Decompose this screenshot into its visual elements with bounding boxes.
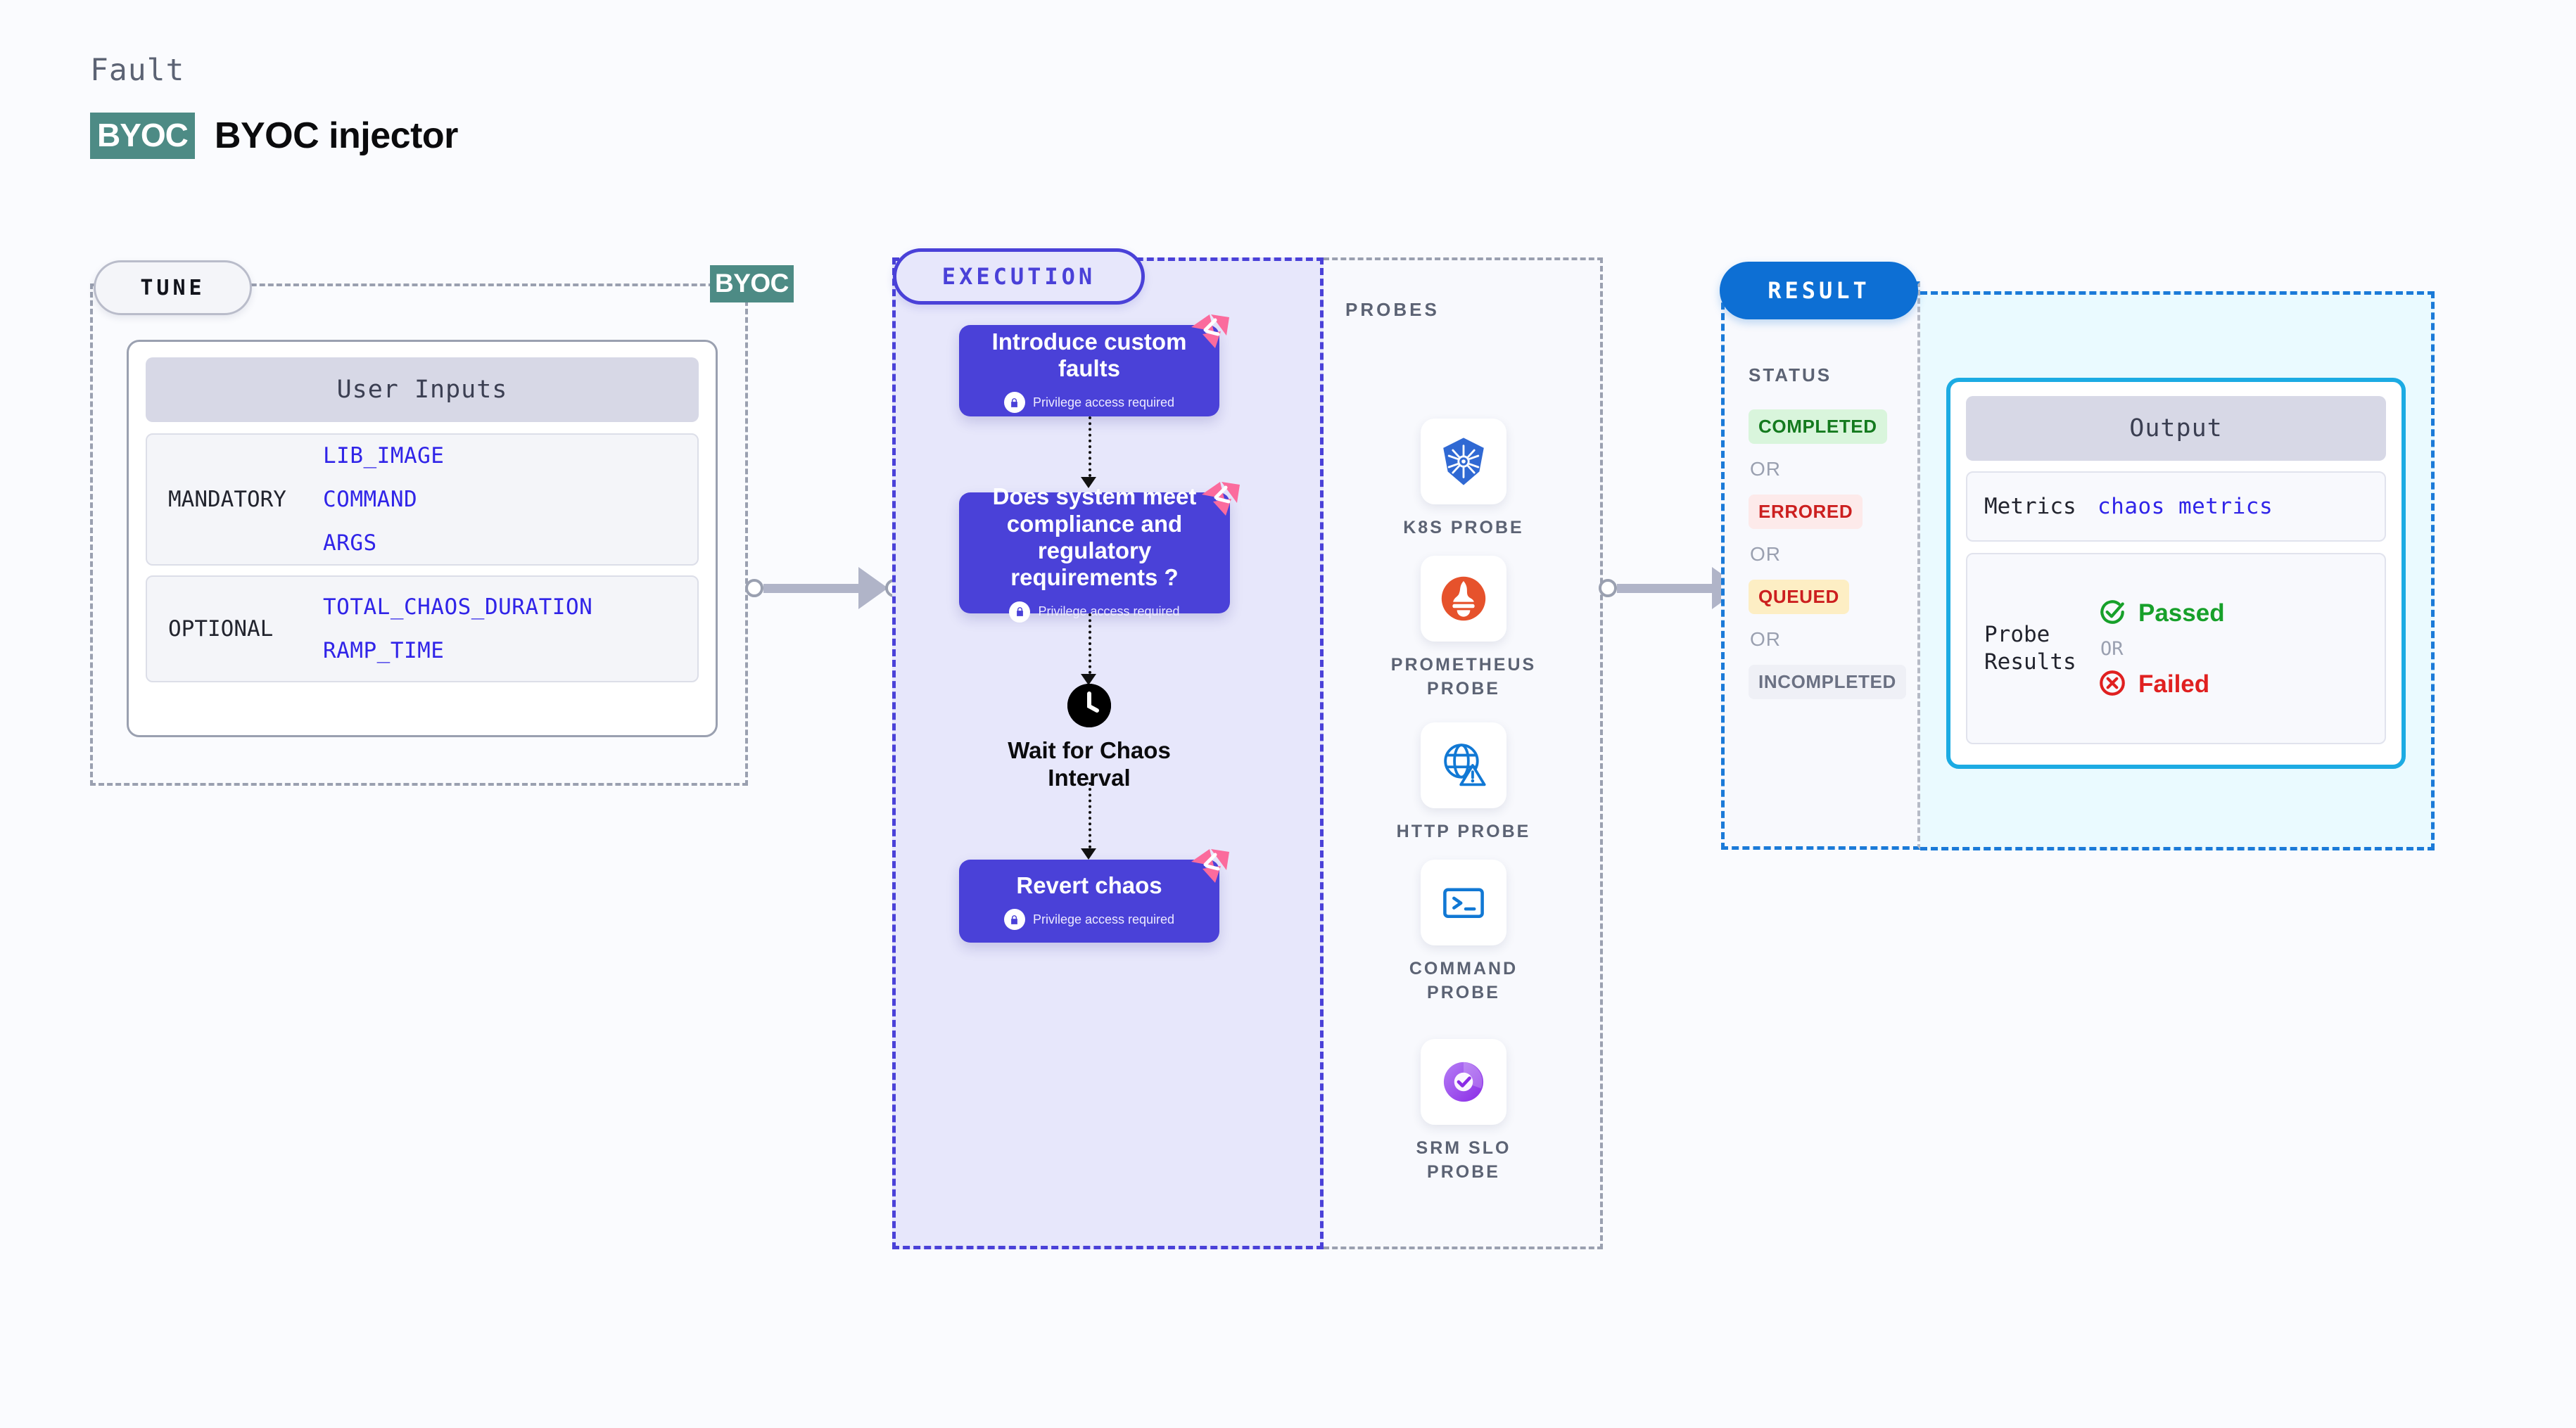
param-total-chaos-duration[interactable]: TOTAL_CHAOS_DURATION	[323, 594, 593, 620]
page-title: BYOC injector	[214, 115, 459, 156]
connector-start-dot	[1599, 579, 1617, 597]
metrics-value[interactable]: chaos metrics	[2098, 494, 2273, 519]
status-or-label: OR	[1750, 543, 1781, 565]
probes-title: PROBES	[1345, 299, 1440, 320]
flow-arrowhead-icon	[1081, 674, 1096, 685]
status-badge-errored: ERRORED	[1749, 495, 1863, 529]
status-title: STATUS	[1749, 364, 1832, 385]
probe-label: PROMETHEUS PROBE	[1390, 655, 1537, 699]
output-card: Output Metrics chaos metrics Probe Resul…	[1946, 378, 2406, 769]
node-privilege-note: Privilege access required	[1003, 392, 1175, 414]
node-privilege-note: Privilege access required	[1009, 601, 1180, 623]
param-args[interactable]: ARGS	[323, 530, 377, 556]
byoc-badge: BYOC	[90, 113, 195, 159]
failed-label: Failed	[2138, 670, 2210, 698]
param-group-optional: OPTIONAL TOTAL_CHAOS_DURATION RAMP_TIME	[146, 575, 699, 682]
probe-item-k8s[interactable]: K8S PROBE	[1383, 419, 1544, 540]
flow-arrowhead-icon	[1081, 477, 1096, 488]
terminal-icon	[1421, 860, 1506, 945]
tune-region	[90, 283, 748, 786]
probe-results-values: Passed OR Failed	[2098, 597, 2225, 701]
status-list: COMPLETED OR ERRORED OR QUEUED OR INCOMP…	[1749, 409, 1924, 699]
user-inputs-header: User Inputs	[146, 357, 699, 422]
harness-ribbon-icon	[1202, 482, 1240, 516]
user-inputs-card: User Inputs MANDATORY LIB_IMAGE COMMAND …	[127, 340, 718, 737]
page-kicker: Fault	[90, 53, 185, 88]
node-title: Does system meet compliance and regulato…	[992, 483, 1197, 591]
harness-ribbon-icon	[1191, 849, 1229, 883]
flow-connector-line	[1089, 416, 1091, 477]
param-command[interactable]: COMMAND	[323, 487, 418, 512]
probe-item-srm-slo[interactable]: SRM SLO PROBE	[1383, 1039, 1544, 1185]
node-title: Introduce custom faults	[991, 328, 1187, 381]
clock-icon	[1067, 684, 1111, 727]
output-row-metrics: Metrics chaos metrics	[1966, 471, 2386, 542]
status-badge-completed: COMPLETED	[1749, 409, 1887, 444]
probe-results-label: Probe Results	[1984, 622, 2076, 675]
param-ramp-time[interactable]: RAMP_TIME	[323, 638, 445, 663]
srm-slo-icon	[1421, 1039, 1506, 1125]
x-circle-icon	[2098, 668, 2127, 701]
metrics-label: Metrics	[1984, 493, 2076, 519]
connector-line	[1617, 583, 1712, 593]
output-card-header: Output	[1966, 396, 2386, 461]
harness-ribbon-icon	[1191, 314, 1229, 348]
output-row-probe-results: Probe Results Passed OR	[1966, 553, 2386, 744]
connector-arrowhead-icon	[858, 567, 888, 609]
probe-label: K8S PROBE	[1403, 518, 1524, 537]
check-circle-icon	[2098, 597, 2127, 630]
flow-arrowhead-icon	[1081, 848, 1096, 860]
probe-item-command[interactable]: COMMAND PROBE	[1383, 860, 1544, 1005]
execution-node-revert-chaos[interactable]: Revert chaos Privilege access required	[959, 849, 1229, 943]
lock-icon	[1003, 909, 1025, 931]
probe-label: SRM SLO PROBE	[1416, 1138, 1511, 1182]
flow-connector-line	[1089, 613, 1091, 674]
node-title: Wait for Chaos Interval	[1008, 737, 1171, 791]
node-title: Revert chaos	[1016, 872, 1162, 898]
lock-icon	[1003, 392, 1025, 414]
execution-node-introduce-faults[interactable]: Introduce custom faults Privilege access…	[959, 314, 1229, 416]
prometheus-icon	[1421, 556, 1506, 642]
param-value-list: LIB_IMAGE COMMAND ARGS	[323, 443, 444, 556]
execution-region	[892, 257, 1324, 1249]
globe-warning-icon	[1421, 722, 1506, 808]
connector-start-dot	[745, 579, 763, 597]
privilege-text: Privilege access required	[1038, 604, 1180, 619]
param-lib-image[interactable]: LIB_IMAGE	[323, 443, 445, 468]
status-or-label: OR	[1750, 458, 1781, 480]
tune-pill[interactable]: TUNE	[94, 260, 252, 315]
status-or-label: OR	[1750, 628, 1781, 650]
flow-connector-line	[1089, 782, 1091, 848]
execution-pill[interactable]: EXECUTION	[893, 248, 1145, 305]
byoc-border-tag: BYOC	[710, 265, 794, 302]
param-group-label: OPTIONAL	[168, 616, 274, 642]
connector-line	[763, 583, 858, 593]
kubernetes-icon	[1421, 419, 1506, 504]
status-badge-incompleted: INCOMPLETED	[1749, 665, 1906, 699]
param-group-label: MANDATORY	[168, 487, 286, 512]
node-privilege-note: Privilege access required	[1003, 909, 1175, 931]
result-pill[interactable]: RESULT	[1720, 262, 1918, 319]
param-value-list: TOTAL_CHAOS_DURATION RAMP_TIME	[323, 594, 592, 663]
probe-results-or-label: OR	[2100, 637, 2124, 660]
probe-item-prometheus[interactable]: PROMETHEUS PROBE	[1383, 556, 1544, 701]
probe-item-http[interactable]: HTTP PROBE	[1383, 722, 1544, 844]
page-title-row: BYOC BYOC injector	[90, 113, 458, 159]
status-badge-queued: QUEUED	[1749, 580, 1849, 614]
execution-node-compliance-check[interactable]: Does system meet compliance and regulato…	[959, 482, 1240, 623]
lock-icon	[1009, 601, 1031, 623]
param-group-mandatory: MANDATORY LIB_IMAGE COMMAND ARGS	[146, 433, 699, 566]
connector-tune-to-execution	[745, 567, 903, 609]
result-status-region	[1721, 281, 1920, 850]
privilege-text: Privilege access required	[1032, 912, 1175, 926]
probe-result-passed: Passed	[2098, 597, 2225, 630]
probe-label: HTTP PROBE	[1396, 822, 1531, 841]
privilege-text: Privilege access required	[1032, 395, 1175, 409]
execution-node-wait-interval[interactable]: Wait for Chaos Interval	[999, 684, 1179, 792]
passed-label: Passed	[2138, 599, 2225, 627]
probe-result-failed: Failed	[2098, 668, 2225, 701]
probe-label: COMMAND PROBE	[1409, 959, 1518, 1002]
